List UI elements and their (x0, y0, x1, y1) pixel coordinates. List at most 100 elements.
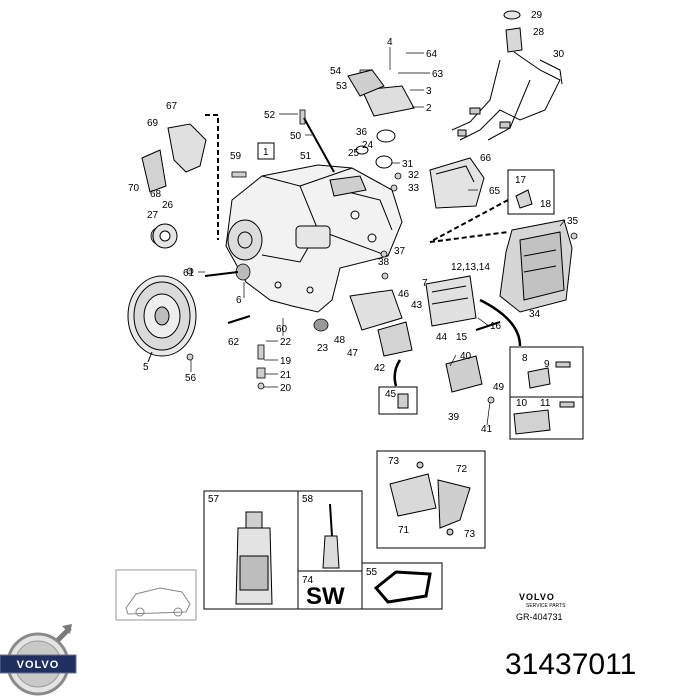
callout-31: 31 (402, 159, 414, 170)
callout-72: 72 (456, 464, 468, 475)
callout-41: 41 (481, 424, 493, 435)
torque-converter (127, 275, 197, 357)
callout-63: 63 (432, 69, 444, 80)
callout-42: 42 (374, 363, 386, 374)
callout-36: 36 (356, 127, 368, 138)
callout-9: 9 (544, 359, 550, 370)
callout-8: 8 (522, 353, 528, 364)
callout-55: 55 (366, 567, 378, 578)
callout-65: 65 (489, 186, 501, 197)
callout-68: 68 (150, 189, 162, 200)
callout-49: 49 (493, 382, 505, 393)
callout-57: 57 (208, 494, 220, 505)
callout-box-1 (257, 142, 275, 160)
callout-71: 71 (398, 525, 410, 536)
callout-20: 20 (280, 383, 292, 394)
oil-pan (499, 219, 573, 313)
callout-15: 15 (456, 332, 468, 343)
control-unit-upper (303, 69, 415, 173)
callout-22: 22 (280, 337, 292, 348)
callout-73a: 73 (388, 456, 400, 467)
callout-47: 47 (347, 348, 359, 359)
callout-40: 40 (460, 351, 472, 362)
callout-48: 48 (334, 335, 346, 346)
callout-54: 54 (330, 66, 342, 77)
callout-59: 59 (230, 151, 242, 162)
sealant-label-sw: SW (306, 583, 345, 610)
part-number: 31437011 (505, 648, 637, 681)
leader-lines (190, 47, 566, 426)
callout-23: 23 (317, 343, 329, 354)
callout-121314: 12,13,14 (451, 262, 490, 273)
callout-45: 45 (385, 389, 397, 400)
callout-39: 39 (448, 412, 460, 423)
callout-1: 1 (263, 147, 269, 158)
callout-51: 51 (300, 151, 312, 162)
callout-37: 37 (394, 246, 406, 257)
callout-58: 58 (302, 494, 314, 505)
callout-46: 46 (398, 289, 410, 300)
callout-34: 34 (529, 309, 541, 320)
callout-43: 43 (411, 300, 423, 311)
car-silhouette (115, 569, 197, 621)
leader-to-box-45 (393, 359, 402, 387)
callout-labels: 4 64 54 63 53 3 2 52 50 36 24 25 51 31 3… (128, 10, 579, 610)
dashed-leader-left (205, 114, 219, 240)
callout-18: 18 (540, 199, 552, 210)
callout-60: 60 (276, 324, 288, 335)
callout-50: 50 (290, 131, 302, 142)
callout-4: 4 (387, 37, 393, 48)
callout-53: 53 (336, 81, 348, 92)
callout-17: 17 (515, 175, 527, 186)
callout-29: 29 (531, 10, 543, 21)
callout-52: 52 (264, 110, 276, 121)
callout-11: 11 (540, 398, 551, 409)
callout-70: 70 (128, 183, 140, 194)
box-58-sealant (297, 490, 363, 572)
callout-19: 19 (280, 356, 292, 367)
callout-7: 7 (422, 278, 428, 289)
callout-32: 32 (408, 170, 420, 181)
detail-box-71-73 (376, 450, 486, 549)
callout-56: 56 (185, 373, 197, 384)
callout-73b: 73 (464, 529, 476, 540)
transmission-housing (225, 164, 403, 313)
callout-6: 6 (236, 295, 242, 306)
callout-30: 30 (553, 49, 565, 60)
callout-62: 62 (228, 337, 240, 348)
callout-61: 61 (183, 268, 195, 279)
callout-67: 67 (166, 101, 178, 112)
callout-74: 74 (302, 575, 314, 586)
callout-44: 44 (436, 332, 448, 343)
callout-38: 38 (378, 257, 390, 268)
valve-block (429, 157, 485, 209)
service-parts-mark: VOLVO SERVICE PARTS GR-404731 (516, 592, 566, 622)
callout-28: 28 (533, 27, 545, 38)
callout-35: 35 (567, 216, 579, 227)
valve-body (349, 275, 501, 393)
callout-25: 25 (348, 148, 360, 159)
callout-2: 2 (426, 103, 432, 114)
service-brand: VOLVO (519, 592, 555, 602)
detail-box-45 (378, 386, 418, 415)
detail-box-8-11 (509, 346, 584, 440)
bracket-assembly (141, 123, 207, 249)
callout-5: 5 (143, 362, 149, 373)
callout-64: 64 (426, 49, 438, 60)
callout-27: 27 (147, 210, 159, 221)
dashed-leader-17 (429, 199, 509, 243)
logo-text: VOLVO (17, 659, 60, 671)
callout-26: 26 (162, 200, 174, 211)
box-57-oil (203, 490, 299, 610)
leader-to-box-8 (479, 298, 522, 347)
callout-24: 24 (362, 140, 374, 151)
volvo-logo: VOLVO (0, 624, 77, 696)
diagram-reference: GR-404731 (516, 612, 563, 622)
service-sub: SERVICE PARTS (526, 603, 566, 609)
detail-box-17-18 (507, 169, 555, 215)
callout-16: 16 (490, 321, 502, 332)
callout-33: 33 (408, 183, 420, 194)
callout-10: 10 (516, 398, 528, 409)
callout-69: 69 (147, 118, 159, 129)
